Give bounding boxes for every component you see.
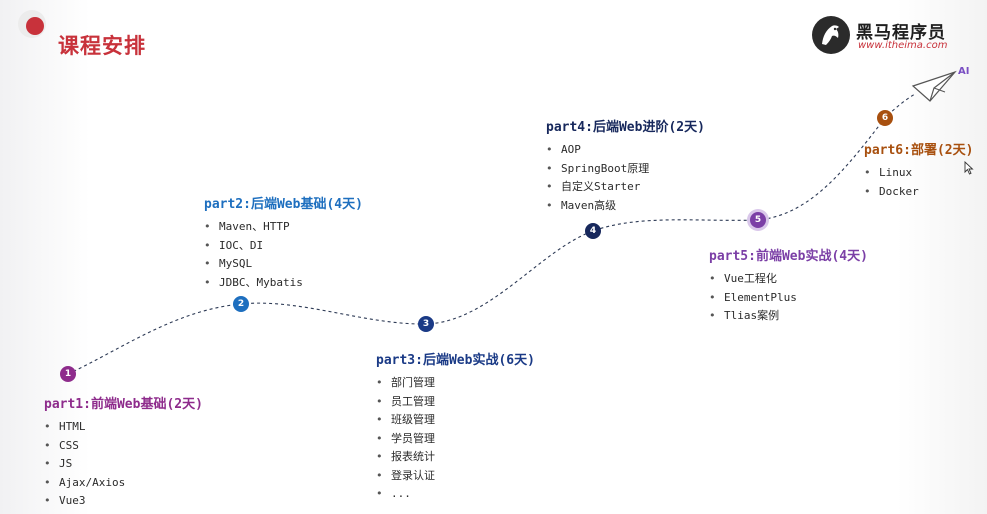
part-2-block: part2:后端Web基础(4天) Maven、HTTP IOC、DI MySQ… [204, 193, 363, 292]
part-2-topics: Maven、HTTP IOC、DI MySQL JDBC、Mybatis [204, 218, 363, 292]
list-item: 学员管理 [376, 430, 535, 449]
step-node-5: 5 [750, 212, 766, 228]
step-node-1: 1 [60, 366, 76, 382]
part-6-block: part6:部署(2天) Linux Docker [864, 139, 973, 201]
brand-logo: 黑马程序员 www.itheima.com [812, 16, 962, 56]
part-1-topics: HTML CSS JS Ajax/Axios Vue3 [44, 418, 203, 511]
part-4-topics: AOP SpringBoot原理 自定义Starter Maven高级 [546, 141, 705, 215]
part-1-block: part1:前端Web基础(2天) HTML CSS JS Ajax/Axios… [44, 393, 203, 511]
list-item: CSS [44, 437, 203, 456]
part-3-block: part3:后端Web实战(6天) 部门管理 员工管理 班级管理 学员管理 报表… [376, 349, 535, 504]
part-6-title: part6:部署(2天) [864, 143, 974, 158]
list-item: Ajax/Axios [44, 474, 203, 493]
list-item: AOP [546, 141, 705, 160]
list-item: Vue3 [44, 492, 203, 511]
list-item: Docker [864, 183, 973, 202]
title-decoration-dot [26, 17, 44, 35]
step-node-4: 4 [585, 223, 601, 239]
list-item: 报表统计 [376, 448, 535, 467]
step-node-2: 2 [233, 296, 249, 312]
part-1-title: part1:前端Web基础(2天) [44, 397, 203, 412]
part-3-topics: 部门管理 员工管理 班级管理 学员管理 报表统计 登录认证 ... [376, 374, 535, 504]
list-item: 班级管理 [376, 411, 535, 430]
list-item: 员工管理 [376, 393, 535, 412]
paper-plane-icon [911, 70, 957, 102]
list-item: Maven、HTTP [204, 218, 363, 237]
horse-logo-icon [812, 16, 850, 54]
logo-url: www.itheima.com [858, 40, 948, 51]
list-item: JDBC、Mybatis [204, 274, 363, 293]
list-item: Vue工程化 [709, 270, 868, 289]
list-item: IOC、DI [204, 237, 363, 256]
logo-name: 黑马程序员 [856, 23, 946, 43]
part-5-topics: Vue工程化 ElementPlus Tlias案例 [709, 270, 868, 326]
part-4-block: part4:后端Web进阶(2天) AOP SpringBoot原理 自定义St… [546, 116, 705, 215]
mouse-cursor-icon [964, 160, 974, 179]
list-item: 自定义Starter [546, 178, 705, 197]
list-item: Linux [864, 164, 973, 183]
list-item: JS [44, 455, 203, 474]
list-item: HTML [44, 418, 203, 437]
part-6-topics: Linux Docker [864, 164, 973, 201]
part-3-title: part3:后端Web实战(6天) [376, 353, 535, 368]
part-5-block: part5:前端Web实战(4天) Vue工程化 ElementPlus Tli… [709, 245, 868, 326]
list-item: SpringBoot原理 [546, 160, 705, 179]
ai-label: AI [958, 66, 970, 77]
part-5-title: part5:前端Web实战(4天) [709, 249, 868, 264]
dashed-route-line [67, 93, 916, 375]
page-title: 课程安排 [58, 34, 146, 58]
list-item: 部门管理 [376, 374, 535, 393]
list-item: MySQL [204, 255, 363, 274]
part-4-title: part4:后端Web进阶(2天) [546, 120, 705, 135]
step-node-6: 6 [877, 110, 893, 126]
list-item: Maven高级 [546, 197, 705, 216]
list-item: ElementPlus [709, 289, 868, 308]
list-item: ... [376, 485, 535, 504]
step-node-3: 3 [418, 316, 434, 332]
list-item: 登录认证 [376, 467, 535, 486]
part-2-title: part2:后端Web基础(4天) [204, 197, 363, 212]
list-item: Tlias案例 [709, 307, 868, 326]
